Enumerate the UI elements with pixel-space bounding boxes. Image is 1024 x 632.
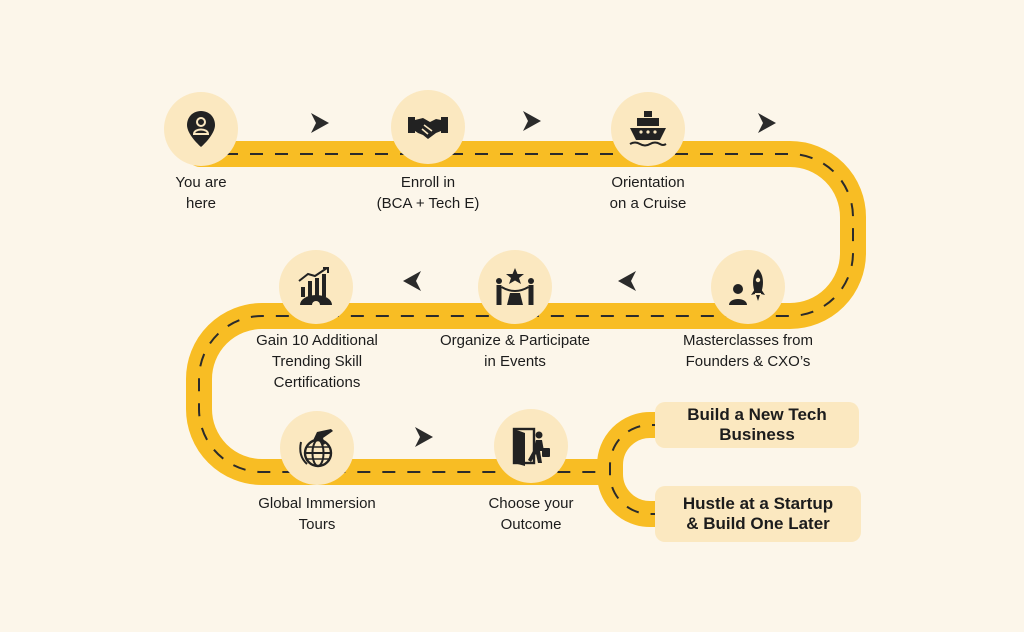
step-label-line: Masterclasses from xyxy=(682,332,814,349)
step-enroll-label: Enroll in (BCA + Tech E) xyxy=(356,172,500,214)
outcome-tech-business-box: Build a New Tech Business xyxy=(655,402,859,448)
step-masterclasses-node xyxy=(711,250,785,324)
step-outcome-node xyxy=(494,409,568,483)
step-masterclasses-label: Masterclasses from Founders & CXO’s xyxy=(667,330,829,372)
step-you-are-here-label: You are here xyxy=(152,172,250,214)
outcome-tech-business-line2: Business xyxy=(719,425,795,444)
outcome-startup-line2: & Build One Later xyxy=(686,514,830,533)
arrow-right-icon xyxy=(758,113,776,133)
door-exit-icon xyxy=(512,427,550,466)
step-label-line: in Events xyxy=(484,353,546,370)
step-tours-node xyxy=(280,411,354,485)
step-you-are-here-node xyxy=(164,92,238,166)
ship-icon xyxy=(629,111,667,147)
arrow-left-icon xyxy=(618,271,636,291)
outcome-startup-line1: Hustle at a Startup xyxy=(682,494,834,513)
step-label-line: Organize & Participate xyxy=(439,332,591,349)
step-label-line: Gain 10 Additional xyxy=(256,332,378,349)
step-outcome-label: Choose your Outcome xyxy=(470,493,592,535)
step-label-line: You are xyxy=(175,174,227,191)
road-branch-dash xyxy=(609,424,665,515)
event-stage-icon xyxy=(496,268,534,305)
arrow-right-icon xyxy=(311,113,329,133)
step-certifications-node xyxy=(279,250,353,324)
outcome-tech-business-line1: Build a New Tech xyxy=(687,405,827,424)
step-label-line: (BCA + Tech E) xyxy=(376,195,480,212)
outcome-startup-box: Hustle at a Startup & Build One Later xyxy=(655,486,861,542)
location-pin-icon xyxy=(187,111,215,147)
step-label-line: Outcome xyxy=(500,516,562,533)
step-tours-label: Global Immersion Tours xyxy=(240,493,394,535)
step-label-line: Choose your xyxy=(488,495,574,512)
step-events-node xyxy=(478,250,552,324)
arrow-right-icon xyxy=(523,111,541,131)
globe-plane-icon xyxy=(299,429,333,468)
step-label-line: Tours xyxy=(298,516,336,533)
person-rocket-icon xyxy=(729,269,765,305)
step-events-label: Organize & Participate in Events xyxy=(422,330,608,372)
step-label-line: Enroll in xyxy=(400,174,456,191)
arrow-right-icon xyxy=(415,427,433,447)
handshake-icon xyxy=(408,117,448,139)
step-enroll-node xyxy=(391,90,465,164)
step-label-line: Orientation xyxy=(611,174,685,191)
arrow-left-icon xyxy=(403,271,421,291)
growth-chart-gear-icon xyxy=(298,267,332,309)
step-label-line: Certifications xyxy=(273,374,361,391)
step-orientation-label: Orientation on a Cruise xyxy=(584,172,712,214)
step-label-line: here xyxy=(185,195,217,212)
step-orientation-node xyxy=(611,92,685,166)
step-label-line: Global Immersion xyxy=(258,495,376,512)
step-certifications-label: Gain 10 Additional Trending Skill Certif… xyxy=(242,330,392,393)
step-label-line: Founders & CXO’s xyxy=(685,353,811,370)
step-label-line: on a Cruise xyxy=(609,195,687,212)
step-label-line: Trending Skill xyxy=(271,353,363,370)
